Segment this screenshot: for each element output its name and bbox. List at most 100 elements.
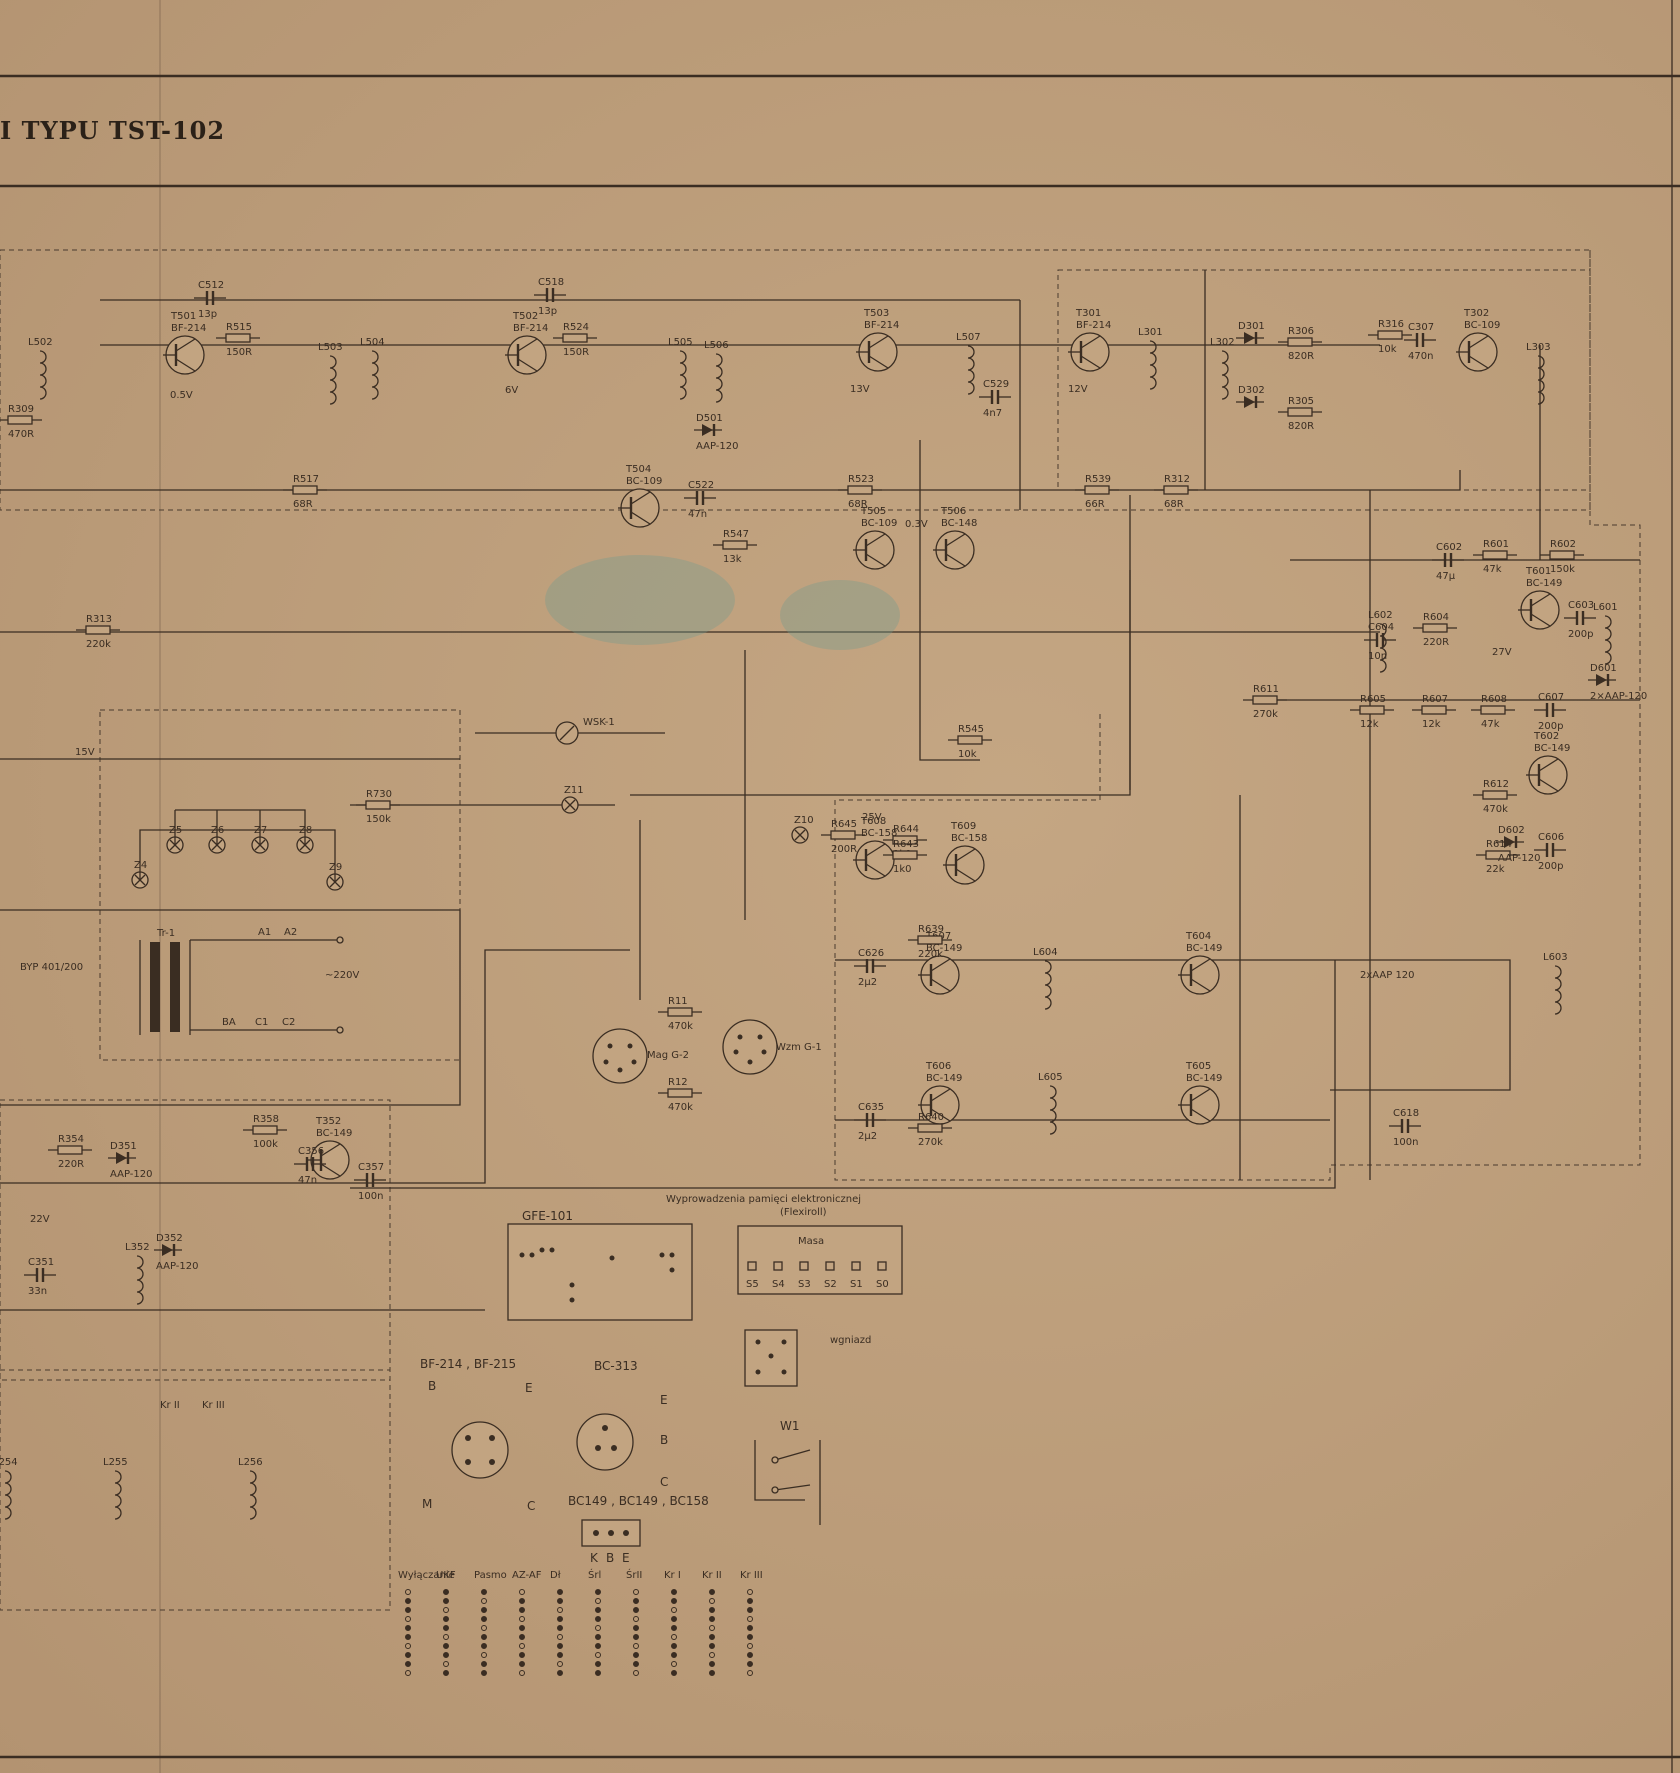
resistor-r605-ref: R605 bbox=[1360, 694, 1386, 705]
capacitor-c604-ref: C604 bbox=[1368, 622, 1394, 633]
connector-mag: Mag G-2 bbox=[592, 1028, 689, 1084]
capacitor-c635-ref: C635 bbox=[858, 1102, 884, 1113]
switch-contact-9-6 bbox=[747, 1643, 753, 1649]
capacitor-c518-value: 13p bbox=[538, 306, 557, 317]
transistor-t502-ref: T502 bbox=[512, 311, 538, 322]
switch-contact-7-2 bbox=[671, 1607, 677, 1613]
pin-k: K bbox=[590, 1551, 599, 1565]
connector-mag-label: Mag G-2 bbox=[647, 1050, 689, 1061]
contact-c1: C1 bbox=[255, 1017, 268, 1028]
coil-l602: L602 bbox=[1368, 610, 1393, 673]
resistor-r313-ref: R313 bbox=[86, 614, 112, 625]
transistor-t504-type: BC-109 bbox=[626, 476, 662, 487]
resistor-r730-ref: R730 bbox=[366, 789, 392, 800]
memory-pin-label-s2: S2 bbox=[824, 1279, 837, 1290]
switch-contact-5-9 bbox=[595, 1670, 601, 1676]
capacitor-c606-ref: C606 bbox=[1538, 832, 1564, 843]
voltage-label-4: 27V bbox=[1492, 647, 1512, 658]
coil-l507-ref: L507 bbox=[956, 332, 981, 343]
switch-contact-7-7 bbox=[671, 1652, 677, 1658]
switch-kr3-label: Kr III bbox=[202, 1400, 225, 1411]
coil-l601: L601 bbox=[1593, 602, 1618, 665]
resistor-r517-ref: R517 bbox=[293, 474, 319, 485]
pin-m-bf: M bbox=[422, 1497, 432, 1511]
resistor-r639-ref: R639 bbox=[918, 924, 944, 935]
switch-contact-6-1 bbox=[633, 1598, 639, 1604]
capacitor-c356-value: 47n bbox=[298, 1175, 317, 1186]
rf-module-border bbox=[0, 249, 1591, 511]
diode-d601-ref: D601 bbox=[1590, 663, 1617, 674]
switch-contact-9-5 bbox=[747, 1634, 753, 1640]
gfe-101-block: GFE-101 bbox=[507, 1209, 693, 1321]
resistor-r358-ref: R358 bbox=[253, 1114, 279, 1125]
coil-l504-ref: L504 bbox=[360, 337, 385, 348]
pin-c-bc313: C bbox=[660, 1475, 668, 1489]
voltage-label-3: 12V bbox=[1068, 384, 1088, 395]
capacitor-c307-ref: C307 bbox=[1408, 322, 1434, 333]
switch-contact-4-2 bbox=[557, 1607, 563, 1613]
capacitor-c512-ref: C512 bbox=[198, 280, 224, 291]
resistor-r358-value: 100k bbox=[253, 1139, 278, 1150]
switch-contact-3-7 bbox=[519, 1652, 525, 1658]
coil-l504: L504 bbox=[360, 337, 385, 400]
memory-pin-s5 bbox=[747, 1261, 757, 1271]
capacitor-c357-ref: C357 bbox=[358, 1162, 384, 1173]
lamp-z10-ref: Z10 bbox=[794, 815, 814, 826]
switch-contact-8-5 bbox=[709, 1634, 715, 1640]
switch-contact-0-0 bbox=[405, 1589, 411, 1595]
diode-d302-ref: D302 bbox=[1238, 385, 1265, 396]
switch-contact-0-5 bbox=[405, 1634, 411, 1640]
pin-c-bf: C bbox=[527, 1499, 535, 1513]
switch-contact-2-8 bbox=[481, 1661, 487, 1667]
pinout-bc-label: BC149 , BC149 , BC158 bbox=[568, 1494, 709, 1508]
t503-branch-line bbox=[919, 440, 980, 761]
coil-l255: L255 bbox=[103, 1457, 128, 1520]
voltage-label-1: 6V bbox=[505, 385, 518, 396]
switch-contact-1-8 bbox=[443, 1661, 449, 1667]
capacitor-c529-value: 4n7 bbox=[983, 408, 1002, 419]
diode-d501-type: AAP-120 bbox=[696, 441, 738, 452]
capacitor-c603-value: 200p bbox=[1568, 629, 1593, 640]
connector-wzm-label: Wzm G-1 bbox=[776, 1042, 822, 1053]
coil-l502-ref: L502 bbox=[28, 337, 53, 348]
capacitor-c618-ref: C618 bbox=[1393, 1108, 1419, 1119]
switch-contact-3-6 bbox=[519, 1643, 525, 1649]
resistor-r645-ref: R645 bbox=[831, 819, 857, 830]
resistor-r612-value: 470k bbox=[1483, 804, 1508, 815]
resistors-layer: R515150RR524150RR51768RR52368RR53966RR31… bbox=[0, 319, 1584, 1170]
coil-l507: L507 bbox=[956, 332, 981, 395]
voltage-label-0: 0.5V bbox=[170, 390, 193, 401]
diagram-title: I TYPU TST-102 bbox=[0, 116, 226, 145]
resistor-r306-ref: R306 bbox=[1288, 326, 1314, 337]
coil-l502: L502 bbox=[28, 337, 53, 400]
transistor-t601-ref: T601 bbox=[1525, 566, 1551, 577]
resistor-r640-ref: R640 bbox=[918, 1112, 944, 1123]
switch-contact-0-6 bbox=[405, 1643, 411, 1649]
diode-d501-ref: D501 bbox=[696, 413, 723, 424]
diode-d301: D301 bbox=[1236, 321, 1265, 344]
coil-l505-ref: L505 bbox=[668, 337, 693, 348]
coil-l505: L505 bbox=[668, 337, 693, 400]
switch-contact-1-1 bbox=[443, 1598, 449, 1604]
memory-connector: Wyprowadzenia pamięci elektronicznej (Fl… bbox=[666, 1194, 903, 1295]
voltage-label-8: 22V bbox=[30, 1214, 50, 1225]
switch-contact-6-8 bbox=[633, 1661, 639, 1667]
switch-contact-0-7 bbox=[405, 1652, 411, 1658]
switch-contact-6-0 bbox=[633, 1589, 639, 1595]
